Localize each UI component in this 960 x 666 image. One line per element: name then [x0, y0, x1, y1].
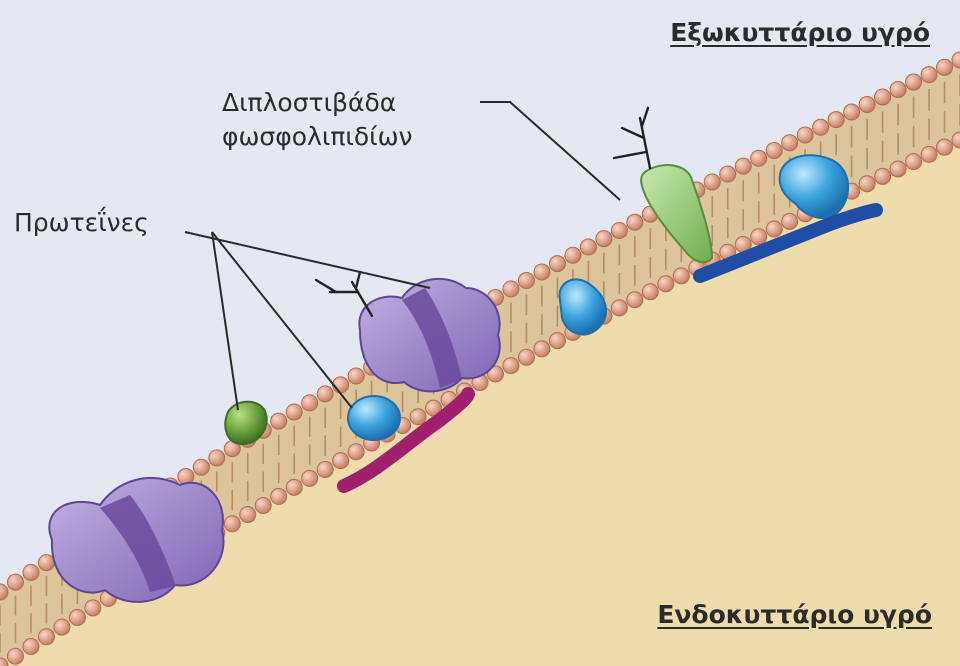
- leader-lines: [184, 101, 621, 411]
- phospholipid-head: [579, 238, 597, 256]
- phospholipid-head: [951, 131, 960, 149]
- phospholipid-head: [905, 153, 923, 171]
- phospholipid-head: [285, 403, 303, 421]
- phospholipid-head: [827, 111, 845, 129]
- phospholipid-head: [332, 376, 350, 394]
- phospholipid-head: [347, 443, 365, 461]
- phospholipid-head: [270, 487, 288, 505]
- phospholipid-head: [765, 141, 783, 159]
- phospholipid-head: [486, 365, 504, 383]
- phospholipid-head: [626, 213, 644, 231]
- phospholipid-head: [0, 583, 9, 601]
- phospholipid-head: [84, 599, 102, 617]
- phospholipid-head: [657, 275, 675, 293]
- phospholipid-head: [285, 478, 303, 496]
- bilayer-label-line-2: φωσφολιπιδίων: [222, 122, 413, 151]
- phospholipid-head: [37, 628, 55, 646]
- phospholipid-head: [533, 340, 551, 358]
- phospholipid-head: [316, 385, 334, 403]
- phospholipid-head: [270, 412, 288, 430]
- phospholipid-head: [332, 452, 350, 470]
- phospholipid-head: [858, 175, 876, 193]
- peripheral-protein-middle: [558, 278, 607, 336]
- phospholipid-head: [936, 58, 954, 76]
- phospholipid-head: [750, 228, 768, 246]
- phospholipid-head: [301, 394, 319, 412]
- extracellular-fluid-label: Εξωκυττάριο υγρό: [670, 18, 930, 47]
- phospholipid-head: [533, 263, 551, 281]
- phospholipid-head: [641, 283, 659, 301]
- phospholipid-head: [316, 460, 334, 478]
- phospholipid-head: [548, 332, 566, 350]
- phospholipid-head: [53, 618, 71, 636]
- phospholipid-head: [347, 367, 365, 385]
- phospholipid-head: [905, 73, 923, 91]
- transmembrane-protein-lower: [48, 476, 225, 603]
- phospholipid-head: [781, 134, 799, 152]
- phospholipid-head: [208, 449, 226, 467]
- phospholipid-head: [502, 280, 520, 298]
- phospholipid-head: [595, 230, 613, 248]
- phospholipid-head: [6, 647, 24, 665]
- peripheral-protein-upper: [778, 154, 850, 219]
- phospholipid-head: [889, 80, 907, 98]
- phospholipid-head: [626, 291, 644, 309]
- phospholipid-head: [0, 657, 9, 666]
- phospholipid-head: [517, 271, 535, 289]
- phospholipid-head: [192, 458, 210, 476]
- phospholipid-head: [610, 221, 628, 239]
- phospholipid-head: [517, 348, 535, 366]
- proteins-label: Πρωτεΐνες: [14, 208, 149, 237]
- phospholipid-head: [239, 506, 257, 524]
- phospholipid-head: [951, 51, 960, 69]
- phospholipid-head: [920, 66, 938, 84]
- phospholipid-head: [874, 167, 892, 185]
- carbohydrate-chains: [314, 106, 652, 318]
- phospholipid-head: [254, 496, 272, 514]
- bilayer-label-line-1: Διπλοστιβάδα: [222, 88, 397, 117]
- phospholipid-head: [564, 246, 582, 264]
- intracellular-fluid-label: Ενδοκυττάριο υγρό: [657, 600, 932, 629]
- protein-filament-blue: [693, 203, 883, 283]
- glycoprotein: [640, 164, 714, 264]
- peripheral-protein-green: [224, 400, 268, 446]
- phospholipid-head: [936, 138, 954, 156]
- phospholipid-head: [610, 299, 628, 317]
- phospholipid-head: [719, 165, 737, 183]
- phospholipid-head: [548, 255, 566, 273]
- phospholipid-head: [858, 95, 876, 113]
- phospholipid-head: [22, 637, 40, 655]
- phospholipid-head: [889, 160, 907, 178]
- phospholipid-head: [812, 118, 830, 136]
- phospholipid-head: [502, 357, 520, 375]
- phospholipid-bilayer-label: Διπλοστιβάδα φωσφολιπιδίων: [222, 86, 412, 154]
- phospholipid-head: [223, 515, 241, 533]
- phospholipid-head: [22, 563, 40, 581]
- phospholipid-head: [874, 88, 892, 106]
- phospholipid-head: [6, 573, 24, 591]
- phospholipid-head: [781, 212, 799, 230]
- transmembrane-protein-middle: [358, 278, 501, 393]
- phospholipid-head: [409, 408, 427, 426]
- phospholipid-head: [765, 220, 783, 238]
- phospholipid-head: [301, 469, 319, 487]
- phospholipid-head: [843, 103, 861, 121]
- phospholipid-head: [796, 126, 814, 144]
- phospholipid-head: [734, 157, 752, 175]
- peripheral-protein-lower: [347, 395, 401, 441]
- phospholipid-head: [703, 173, 721, 191]
- phospholipid-head: [672, 267, 690, 285]
- phospholipid-head: [68, 609, 86, 627]
- protein-filament-purple: [337, 387, 475, 493]
- phospholipid-head: [920, 145, 938, 163]
- phospholipid-head: [750, 149, 768, 167]
